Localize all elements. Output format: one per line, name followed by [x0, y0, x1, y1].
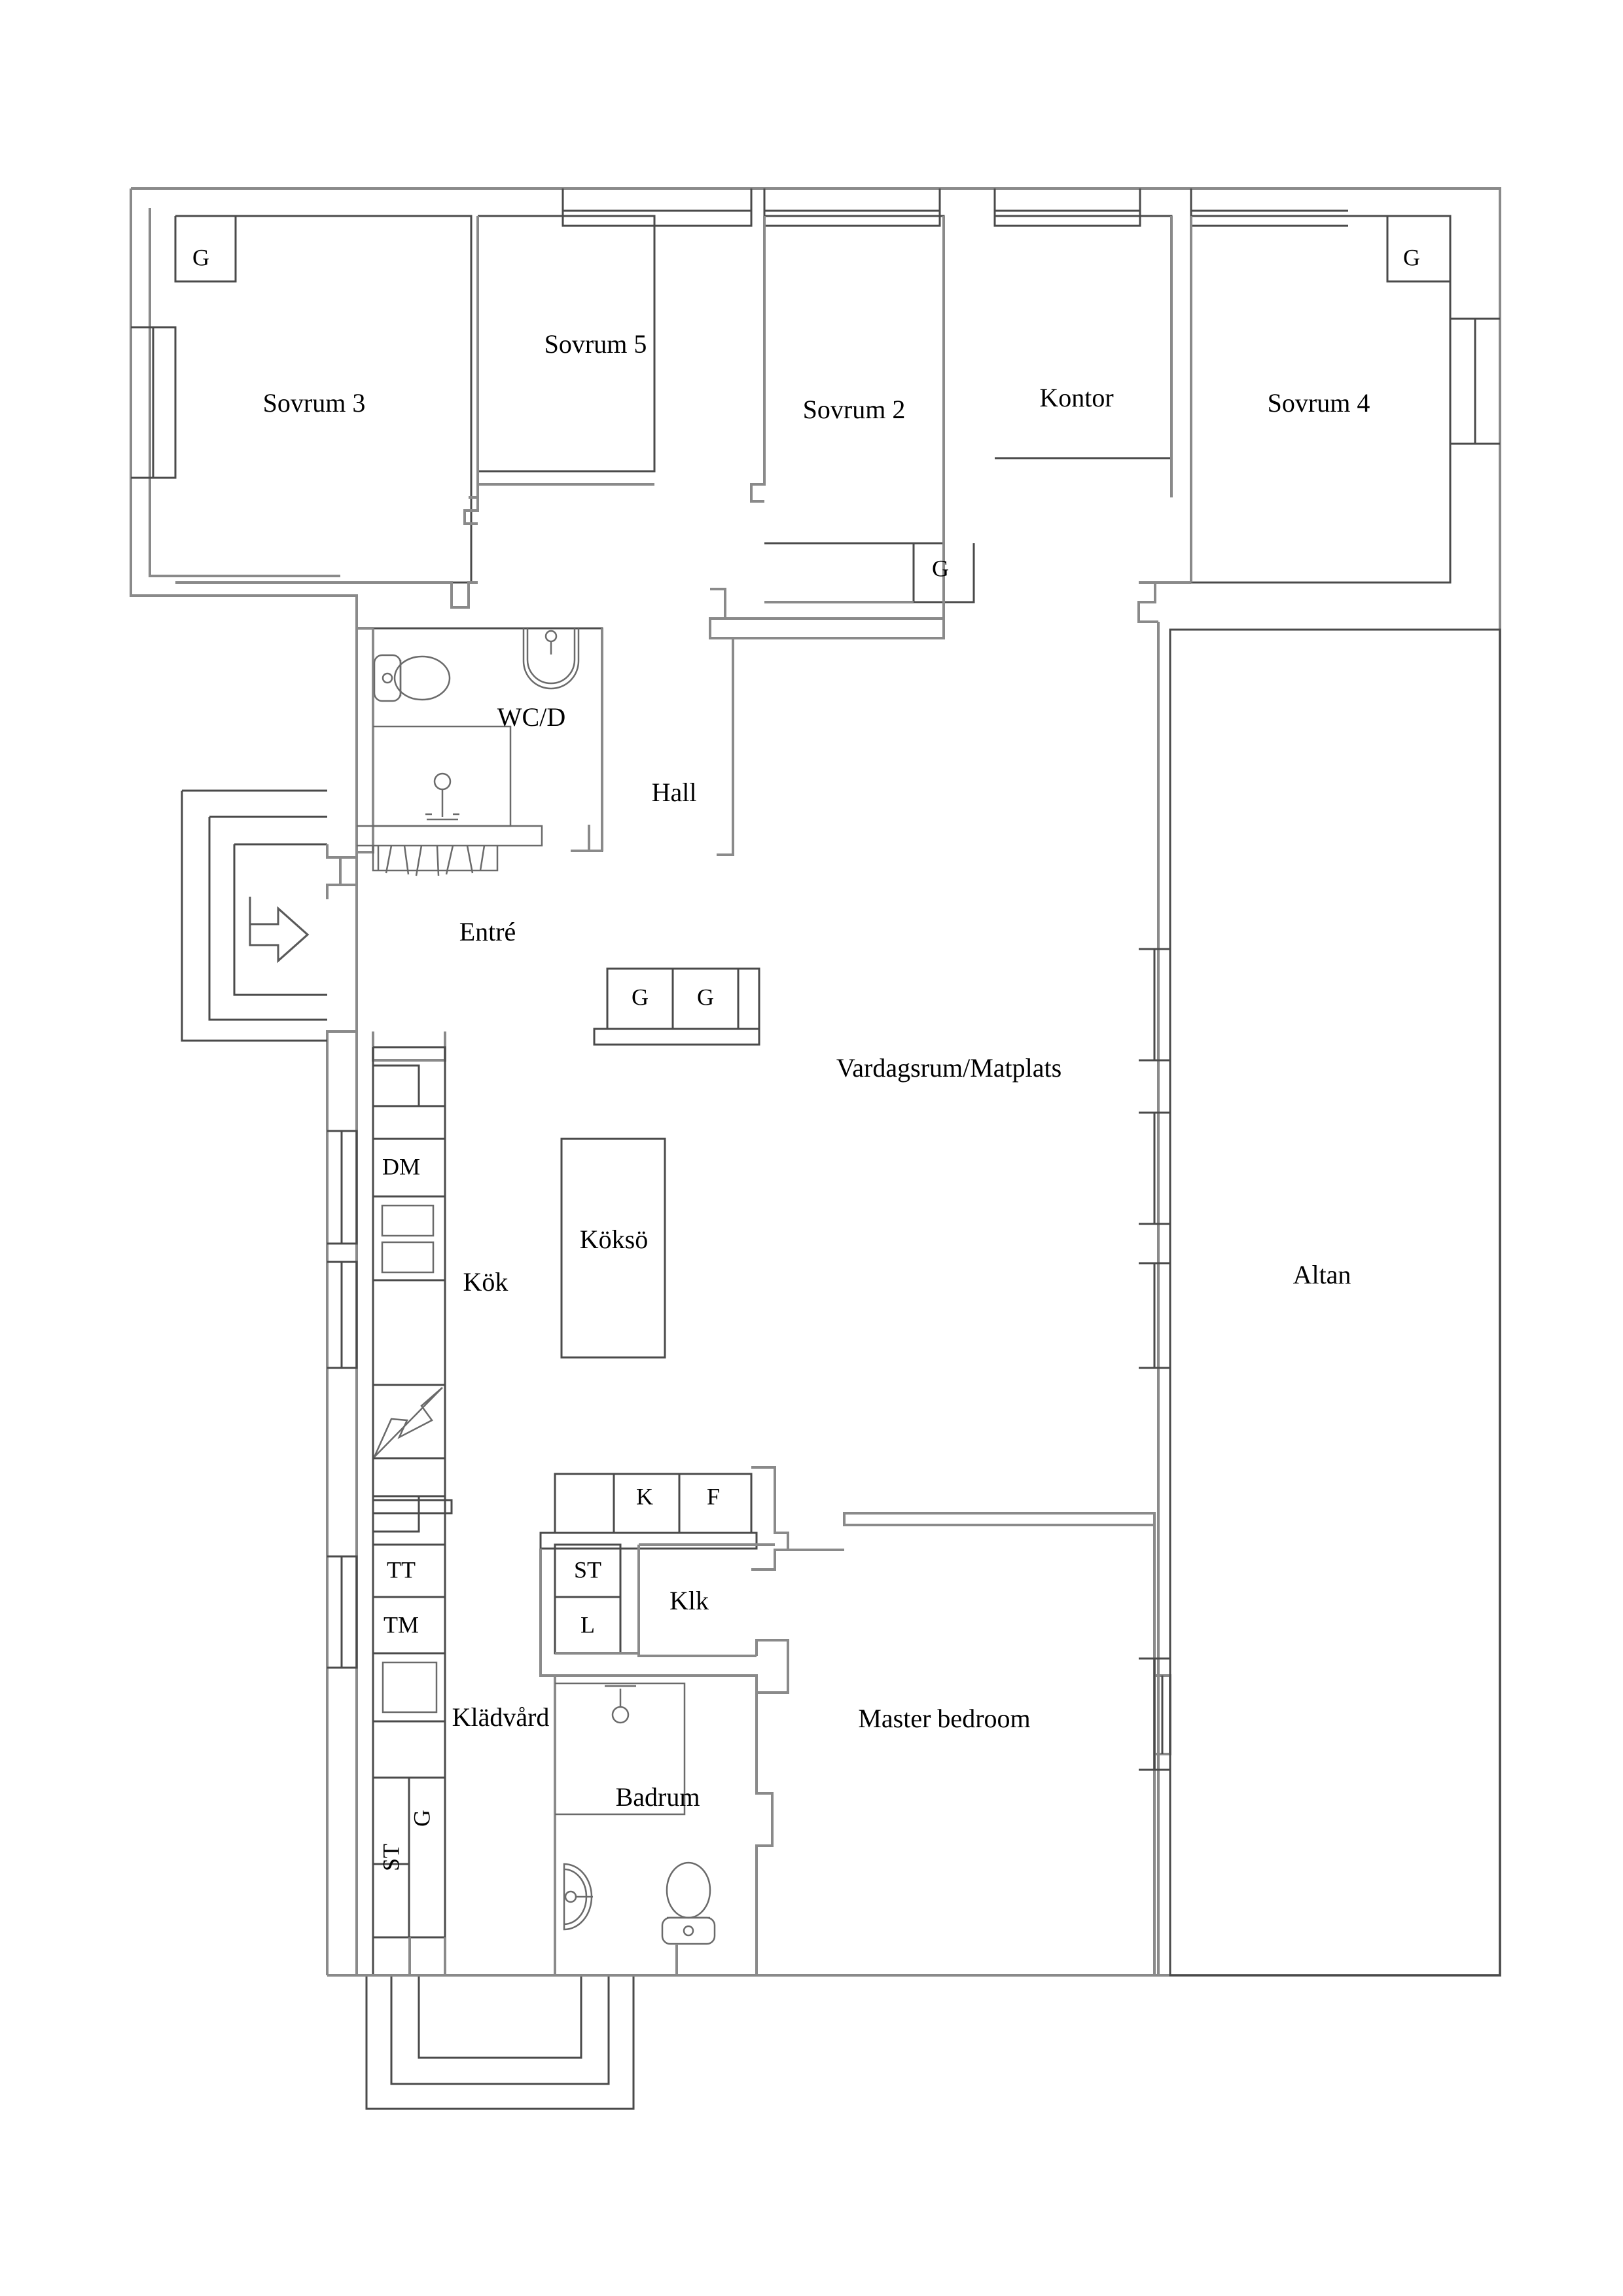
- closet-label-g-living-1: G: [632, 984, 649, 1010]
- window-right-sovrum4: [1449, 317, 1500, 445]
- room-label-kokso: Köksö: [580, 1225, 648, 1254]
- walk-in-closet: [539, 1543, 789, 1694]
- kitchen-appliance-row: [539, 1466, 789, 1571]
- room-label-sovrum4: Sovrum 4: [1268, 388, 1370, 418]
- sink-badrum: [563, 1863, 593, 1931]
- living-room-closets: [593, 967, 760, 1046]
- room-labels: Sovrum 3 Sovrum 5 Sovrum 2 Kontor Sovrum…: [263, 329, 1370, 1812]
- entrance-porch: [181, 789, 358, 1042]
- terrace-altan: [1139, 622, 1501, 1977]
- closet-label-l-klk: L: [580, 1611, 595, 1638]
- room-label-sovrum2: Sovrum 2: [803, 395, 906, 424]
- room-label-klk: Klk: [669, 1586, 709, 1615]
- laundry-units: [372, 1495, 453, 1939]
- room-label-entre: Entré: [459, 917, 516, 946]
- window-left-sovrum3: [131, 326, 177, 479]
- interior-walls: [788, 1513, 846, 1551]
- shower-wcd: [357, 725, 543, 876]
- room-label-wcd: WC/D: [497, 702, 565, 732]
- closet-label-st-kladvard: ST: [378, 1844, 404, 1871]
- room-label-badrum: Badrum: [616, 1782, 700, 1812]
- sink-wcd: [522, 628, 580, 690]
- room-label-kok: Kök: [463, 1267, 508, 1297]
- room-label-sovrum5: Sovrum 5: [544, 329, 647, 359]
- toilet-badrum: [661, 1861, 716, 1945]
- bathroom-walls: [554, 1674, 774, 1975]
- porch-steps: [327, 1937, 757, 2110]
- closet-label-g-living-2: G: [697, 984, 714, 1010]
- closet-label-g-sovrum2: G: [932, 555, 949, 581]
- bedroom-row-walls: [131, 215, 1452, 622]
- master-bedroom-walls: [843, 1512, 1171, 1975]
- closet-label-g-sovrum4: G: [1403, 244, 1420, 270]
- closet-label-f-kitchen: F: [707, 1483, 720, 1509]
- closet-label-g-sovrum3: G: [192, 244, 209, 270]
- room-label-master: Master bedroom: [858, 1704, 1030, 1733]
- closet-label-st-klk: ST: [574, 1556, 601, 1583]
- closet-label-tm: TM: [383, 1611, 419, 1638]
- shower-badrum: [555, 1682, 686, 1816]
- closet-label-dm: DM: [382, 1153, 420, 1179]
- closet-label-tt: TT: [387, 1556, 416, 1583]
- toilet-wcd: [373, 654, 451, 702]
- closet-label-g-kladvard: G: [408, 1810, 435, 1827]
- room-label-kontor: Kontor: [1039, 383, 1113, 412]
- closet-label-k-kitchen: K: [636, 1483, 653, 1509]
- room-label-hall: Hall: [652, 778, 697, 807]
- outer-walls: [130, 187, 1501, 1977]
- kitchen-units: [327, 1031, 446, 1975]
- closet-labels: G G G G G DM TT TM ST G K F ST L: [192, 244, 1420, 1871]
- room-label-kladvard: Klädvård: [452, 1702, 550, 1732]
- window-top-row: [562, 188, 1348, 227]
- room-label-vardagsrum: Vardagsrum/Matplats: [836, 1053, 1061, 1083]
- room-label-altan: Altan: [1293, 1260, 1351, 1289]
- entrance-direction-arrow: [249, 897, 310, 963]
- room-label-sovrum3: Sovrum 3: [263, 388, 366, 418]
- hall-walls: [355, 581, 1191, 856]
- kitchen-island: [560, 1138, 666, 1359]
